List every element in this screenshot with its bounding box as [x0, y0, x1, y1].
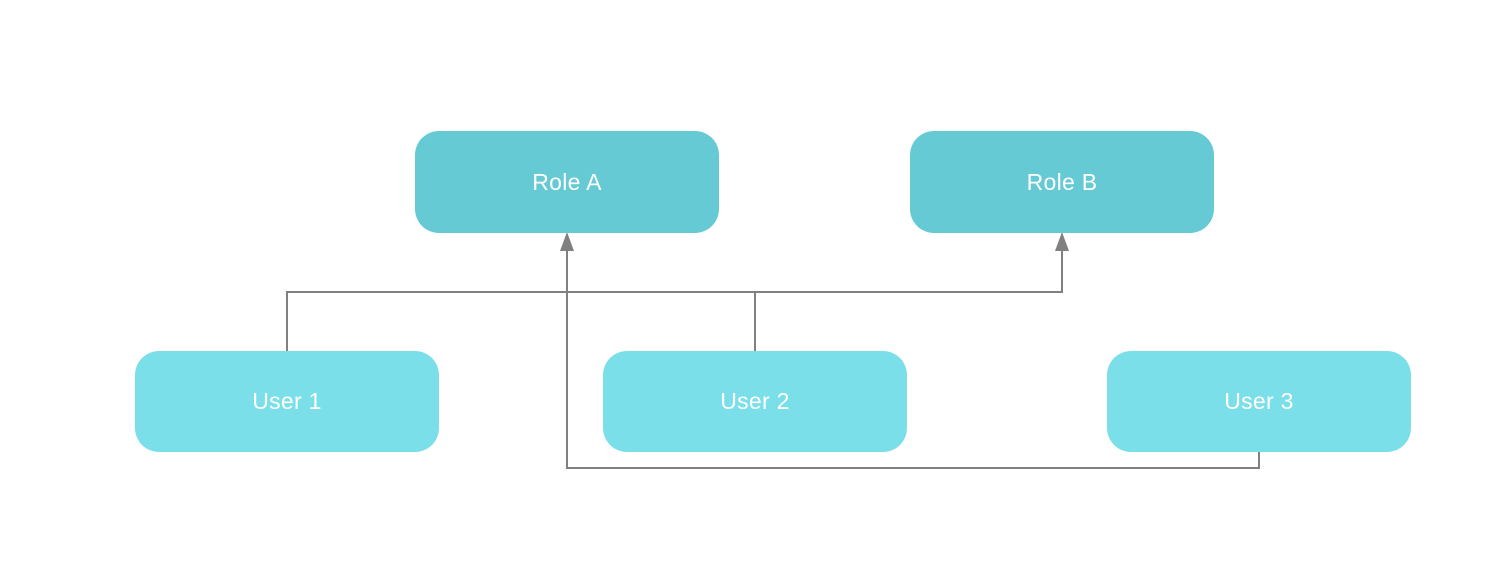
- node-user-1: User 1: [135, 351, 439, 452]
- edge-user1-to-roleb: [286, 250, 1063, 351]
- node-label: Role A: [532, 168, 602, 195]
- node-label: User 3: [1224, 388, 1294, 414]
- edge-user3-to-rolea: [566, 250, 1260, 469]
- arrowhead-icon: [560, 232, 574, 251]
- node-user-3: User 3: [1107, 351, 1411, 452]
- node-label: Role B: [1026, 168, 1098, 195]
- node-user-2: User 2: [603, 351, 907, 452]
- node-label: User 1: [252, 388, 322, 414]
- arrowhead-icon: [1055, 232, 1069, 251]
- node-role-a: Role A: [415, 131, 719, 233]
- node-label: User 2: [720, 388, 790, 414]
- node-role-b: Role B: [910, 131, 1214, 233]
